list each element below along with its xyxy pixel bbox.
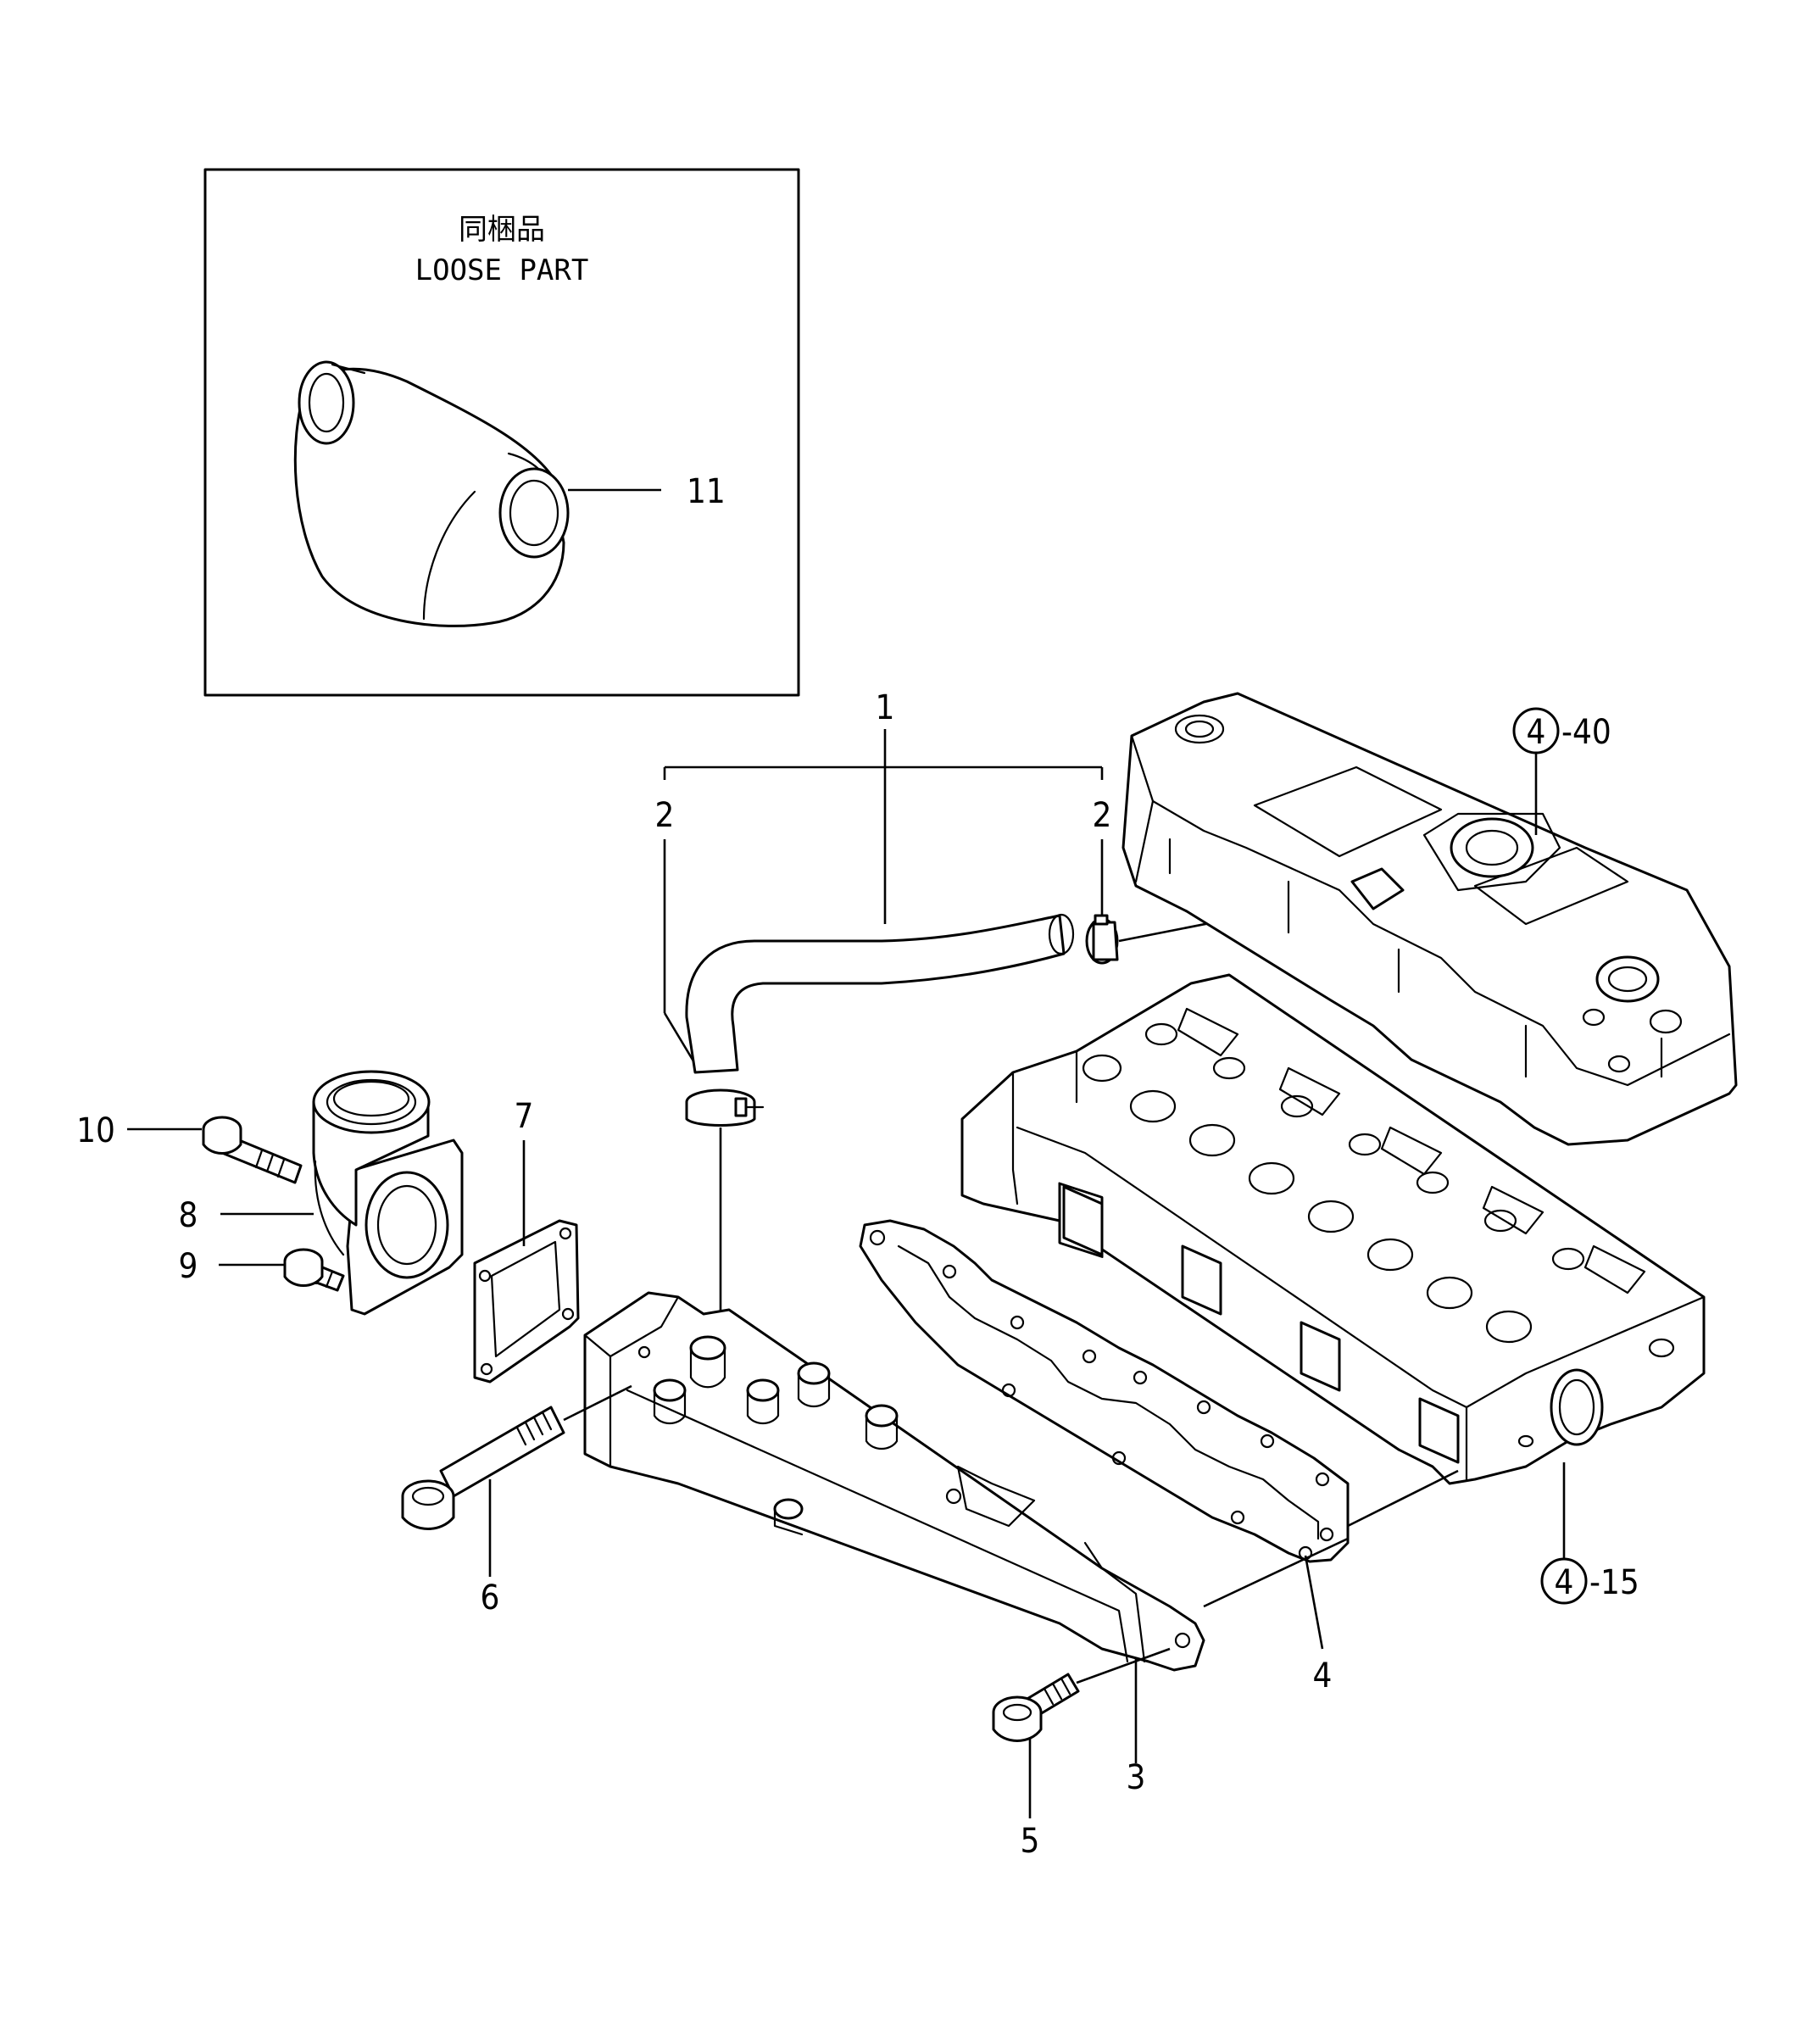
part-11-breather-cap bbox=[293, 360, 570, 627]
cylinder-head bbox=[960, 973, 1706, 1485]
part-2-hose-clamp-upper bbox=[1085, 914, 1119, 965]
callout-2-right: 2 bbox=[1093, 796, 1112, 835]
part-6-long-bolt bbox=[401, 1406, 565, 1530]
callout-9: 9 bbox=[179, 1247, 198, 1286]
hose-callouts: 1 2 2 bbox=[655, 688, 1112, 1065]
callout-3: 3 bbox=[1127, 1758, 1146, 1797]
part-9-bolt bbox=[283, 1248, 345, 1292]
callout-5: 5 bbox=[1021, 1822, 1040, 1861]
callout-11: 11 bbox=[687, 472, 726, 511]
part-4-intake-gasket bbox=[859, 1219, 1350, 1563]
callout-7: 7 bbox=[515, 1097, 534, 1136]
callout-8: 8 bbox=[179, 1196, 198, 1235]
ref-bottom-page: -15 bbox=[1589, 1563, 1639, 1602]
reference-4-40: 4 -40 bbox=[1512, 707, 1611, 835]
loose-part-title-jp: 同梱品 bbox=[459, 213, 545, 247]
cylinder-head-cover bbox=[1121, 692, 1738, 1146]
part-7-elbow-gasket bbox=[473, 1219, 580, 1384]
callout-4: 4 bbox=[1313, 1656, 1333, 1695]
part-2-hose-clamp-lower bbox=[685, 1088, 765, 1127]
part-5-flange-bolt bbox=[992, 1673, 1080, 1742]
ref-top-group: 4 bbox=[1527, 713, 1546, 752]
part-3-intake-manifold bbox=[583, 1291, 1205, 1672]
ref-top-page: -40 bbox=[1561, 713, 1611, 752]
ref-bottom-group: 4 bbox=[1555, 1563, 1574, 1602]
part-8-intake-elbow bbox=[312, 1070, 464, 1316]
callout-10: 10 bbox=[76, 1111, 115, 1150]
reference-4-15: 4 -15 bbox=[1540, 1462, 1639, 1605]
callout-1: 1 bbox=[876, 688, 895, 727]
loose-part-title-en: LOOSE PART bbox=[415, 253, 589, 287]
loose-part-box: 同梱品 LOOSE PART 11 bbox=[203, 168, 800, 697]
callout-6: 6 bbox=[481, 1578, 500, 1617]
part-1-breather-hose bbox=[685, 913, 1075, 1074]
callout-2-left: 2 bbox=[655, 796, 675, 835]
part-10-bolt bbox=[202, 1116, 303, 1184]
